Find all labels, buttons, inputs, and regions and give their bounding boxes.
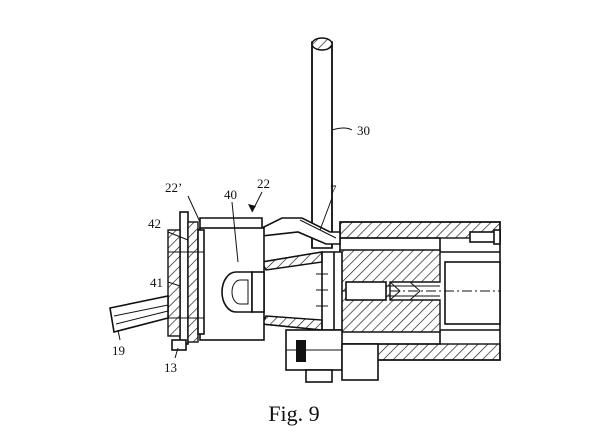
label-19: 19 <box>112 343 125 358</box>
label-22: 22 <box>257 176 270 191</box>
holder-40 <box>199 227 265 341</box>
label-7: 7 <box>330 182 337 197</box>
label-30: 30 <box>357 123 370 138</box>
cone-part-7 <box>260 251 343 331</box>
leader-lines <box>117 127 353 359</box>
plate-stack <box>167 211 205 351</box>
housing-body <box>339 221 501 361</box>
cable-19 <box>109 295 169 333</box>
center-axis <box>300 281 500 301</box>
rod-30 <box>311 37 333 249</box>
label-41: 41 <box>150 275 163 290</box>
label-42: 42 <box>148 216 161 231</box>
lower-nut <box>285 329 379 383</box>
label-40: 40 <box>224 187 237 202</box>
label-13: 13 <box>164 360 177 375</box>
label-22-prime: 22’ <box>165 180 182 195</box>
figure-caption: Fig. 9 <box>268 401 319 426</box>
